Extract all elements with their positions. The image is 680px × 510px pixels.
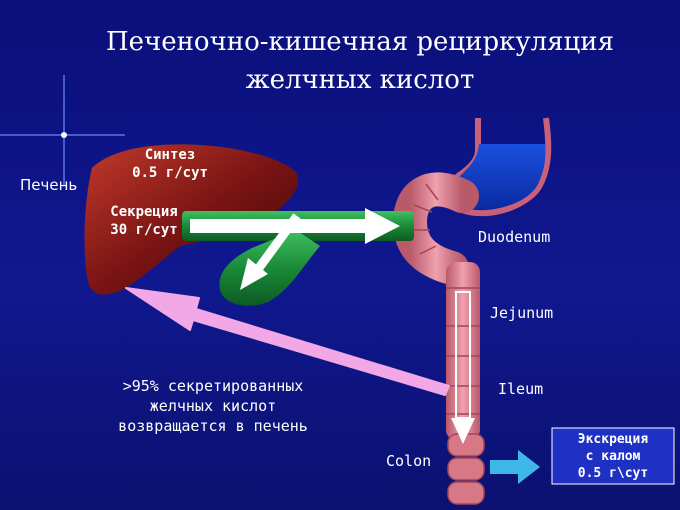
secretion-arrow (190, 208, 400, 244)
gallbladder (219, 230, 320, 306)
intestine-segments (446, 287, 480, 415)
excretion-label-line2: с калом (585, 449, 641, 464)
jejunum-label: Jejunum (490, 304, 554, 322)
slide-title-line1: Печеночно-кишечная рециркуляция (105, 27, 615, 57)
duodenum-label: Duodenum (478, 228, 551, 246)
excretion-arrow (490, 450, 540, 484)
duodenum-tube (392, 172, 479, 285)
small-intestine-tube (446, 262, 480, 440)
slide-title-line2: желчных кислот (245, 65, 475, 95)
return-arrow (125, 287, 450, 396)
excretion-box (551, 427, 675, 485)
transit-arrow (451, 291, 475, 444)
synthesis-label-line1: Синтез (144, 147, 196, 163)
synthesis-label: Синтез 0.5 г/сут (120, 146, 220, 182)
secretion-label-line1: Секреция (110, 204, 178, 220)
secretion-label-line2: 30 г/сут (110, 222, 178, 238)
gallbladder-arrow (240, 213, 301, 290)
synthesis-label-line2: 0.5 г/сут (132, 165, 208, 181)
return-label-line2: желчных кислот (149, 397, 277, 415)
return-label-line1: >95% секретированных (122, 377, 304, 395)
colon-segment (447, 481, 485, 505)
colon-label: Colon (386, 452, 432, 470)
ileum-label: Ileum (498, 380, 544, 398)
return-label-line3: возвращается в печень (118, 417, 308, 435)
liver-label: Печень (20, 176, 78, 194)
excretion-label: Экскреция с калом 0.5 г\сут (552, 431, 674, 482)
duodenum-rings (412, 183, 439, 255)
colon-segment (447, 457, 485, 481)
secretion-label: Секреция 30 г/сут (94, 203, 194, 239)
excretion-label-line3: 0.5 г\сут (577, 466, 649, 481)
return-label: >95% секретированных желчных кислот возв… (74, 376, 352, 436)
sparkle-decoration (0, 75, 125, 185)
excretion-label-line1: Экскреция (577, 432, 649, 447)
